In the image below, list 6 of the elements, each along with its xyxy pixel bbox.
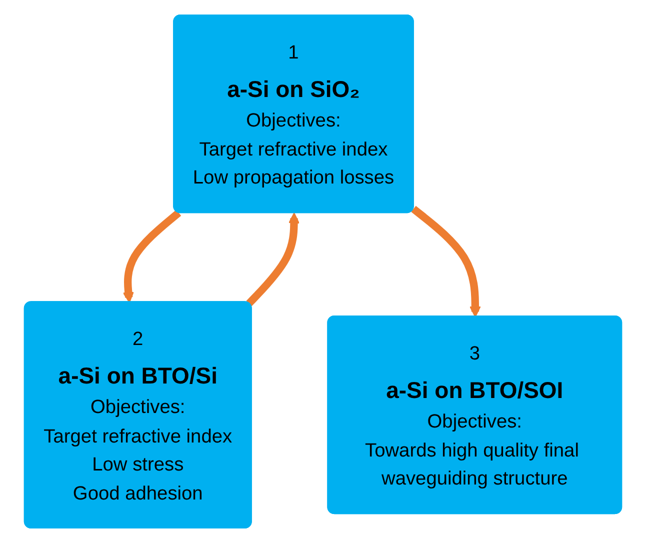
process-box: 1 a-Si on SiO₂ Objectives: Target refractive index Low propagation losses bbox=[173, 14, 414, 214]
arrow bbox=[411, 206, 481, 318]
process-box: 2 a-Si on BTO/Si Objectives: Target refractive index Low stress Good adhesion bbox=[24, 301, 252, 528]
arrow bbox=[122, 210, 182, 303]
process-box: 3 a-Si on BTO/SOI Objectives: Towards high quality final waveguiding structure bbox=[327, 316, 622, 514]
arrow bbox=[246, 212, 300, 306]
